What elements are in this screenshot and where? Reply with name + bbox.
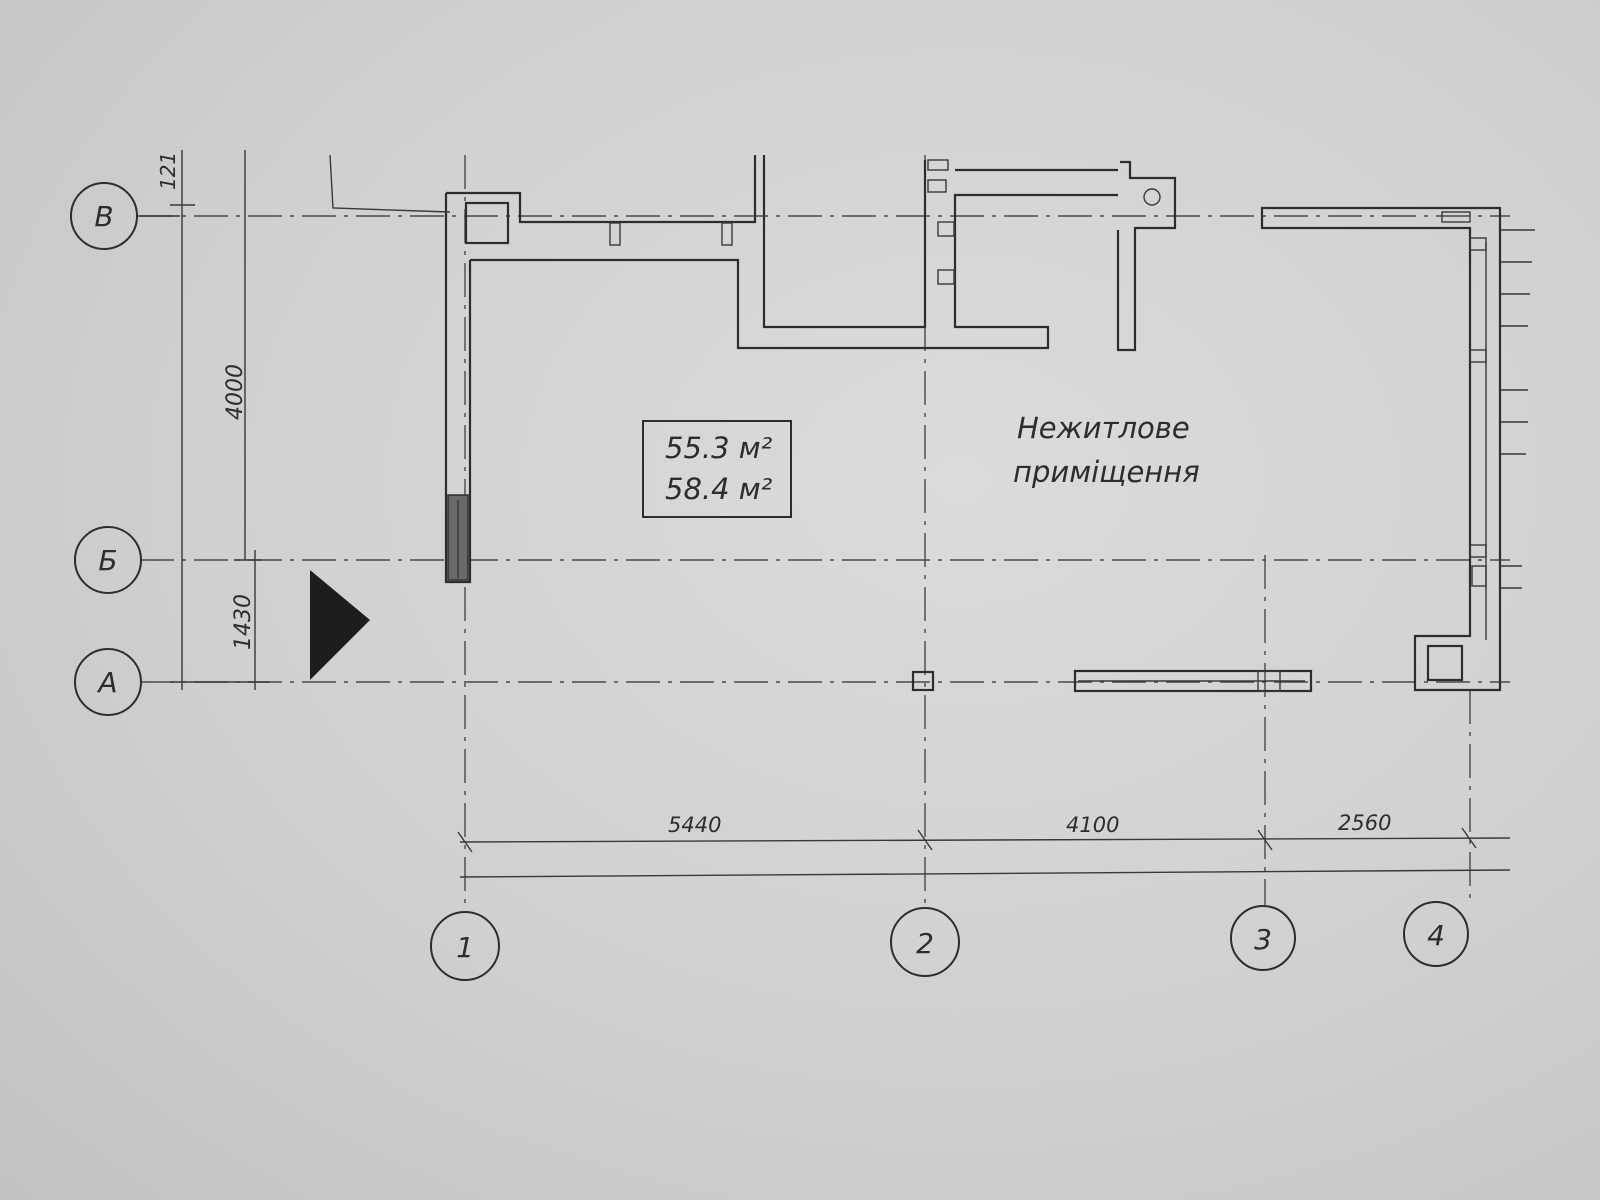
column-axis-2 bbox=[911, 670, 935, 692]
axis-bubble-2: 2 bbox=[890, 907, 960, 977]
outline-top-left bbox=[329, 154, 451, 213]
horizontal-dimensions: 5440 4100 2560 bbox=[457, 811, 1511, 878]
wall-niche bbox=[762, 155, 927, 329]
room-label: Нежитлове приміщення bbox=[1013, 411, 1200, 489]
axis-grid bbox=[140, 155, 1510, 905]
column-top-left bbox=[464, 201, 510, 245]
axis-label-3: 3 bbox=[1254, 923, 1272, 956]
row-axis-bubbles: В Б А bbox=[70, 182, 180, 716]
wall-bottom-segment bbox=[1073, 669, 1313, 693]
area-value-1: 55.3 м² bbox=[665, 431, 773, 465]
axis-bubble-4: 4 bbox=[1403, 901, 1469, 967]
exterior-ticks bbox=[1500, 229, 1535, 589]
wall-right-upper bbox=[1116, 160, 1177, 352]
dim-121: 121 bbox=[156, 152, 180, 190]
wall-right bbox=[1260, 206, 1502, 692]
area-box: 55.3 м² 58.4 м² bbox=[642, 420, 792, 518]
axis-label-v: В bbox=[94, 200, 113, 233]
wall-left bbox=[444, 193, 472, 584]
room-label-line2: приміщення bbox=[1013, 455, 1200, 489]
room-label-line1: Нежитлове bbox=[1017, 411, 1190, 445]
dim-4100: 4100 bbox=[1066, 813, 1119, 837]
area-value-2: 58.4 м² bbox=[665, 472, 773, 506]
column-axis-bubbles: 1 2 3 4 bbox=[430, 901, 1469, 981]
walls bbox=[329, 154, 1535, 693]
axis-label-a: А bbox=[96, 666, 117, 699]
axis-bubble-v: В bbox=[70, 182, 180, 250]
vertical-dimensions: 121 4000 1430 bbox=[156, 150, 270, 690]
axis-bubble-b: Б bbox=[74, 526, 142, 594]
dim-2560: 2560 bbox=[1338, 811, 1391, 835]
axis-label-2: 2 bbox=[916, 927, 934, 960]
axis-label-1: 1 bbox=[456, 931, 474, 964]
entrance-arrow-icon bbox=[310, 570, 370, 680]
area-box-frame bbox=[642, 420, 792, 518]
dim-4000: 4000 bbox=[223, 364, 248, 420]
axis-bubble-a: А bbox=[74, 648, 142, 716]
axis-bubble-3: 3 bbox=[1230, 905, 1296, 971]
wall-top-left bbox=[446, 155, 757, 224]
axis-label-4: 4 bbox=[1427, 919, 1445, 952]
dim-1430: 1430 bbox=[231, 594, 256, 650]
dim-5440: 5440 bbox=[668, 813, 721, 837]
axis-bubble-1: 1 bbox=[430, 911, 500, 981]
column-bottom-right bbox=[1426, 644, 1464, 682]
wall-top-inner bbox=[470, 193, 1118, 350]
axis-label-b: Б bbox=[98, 544, 117, 577]
